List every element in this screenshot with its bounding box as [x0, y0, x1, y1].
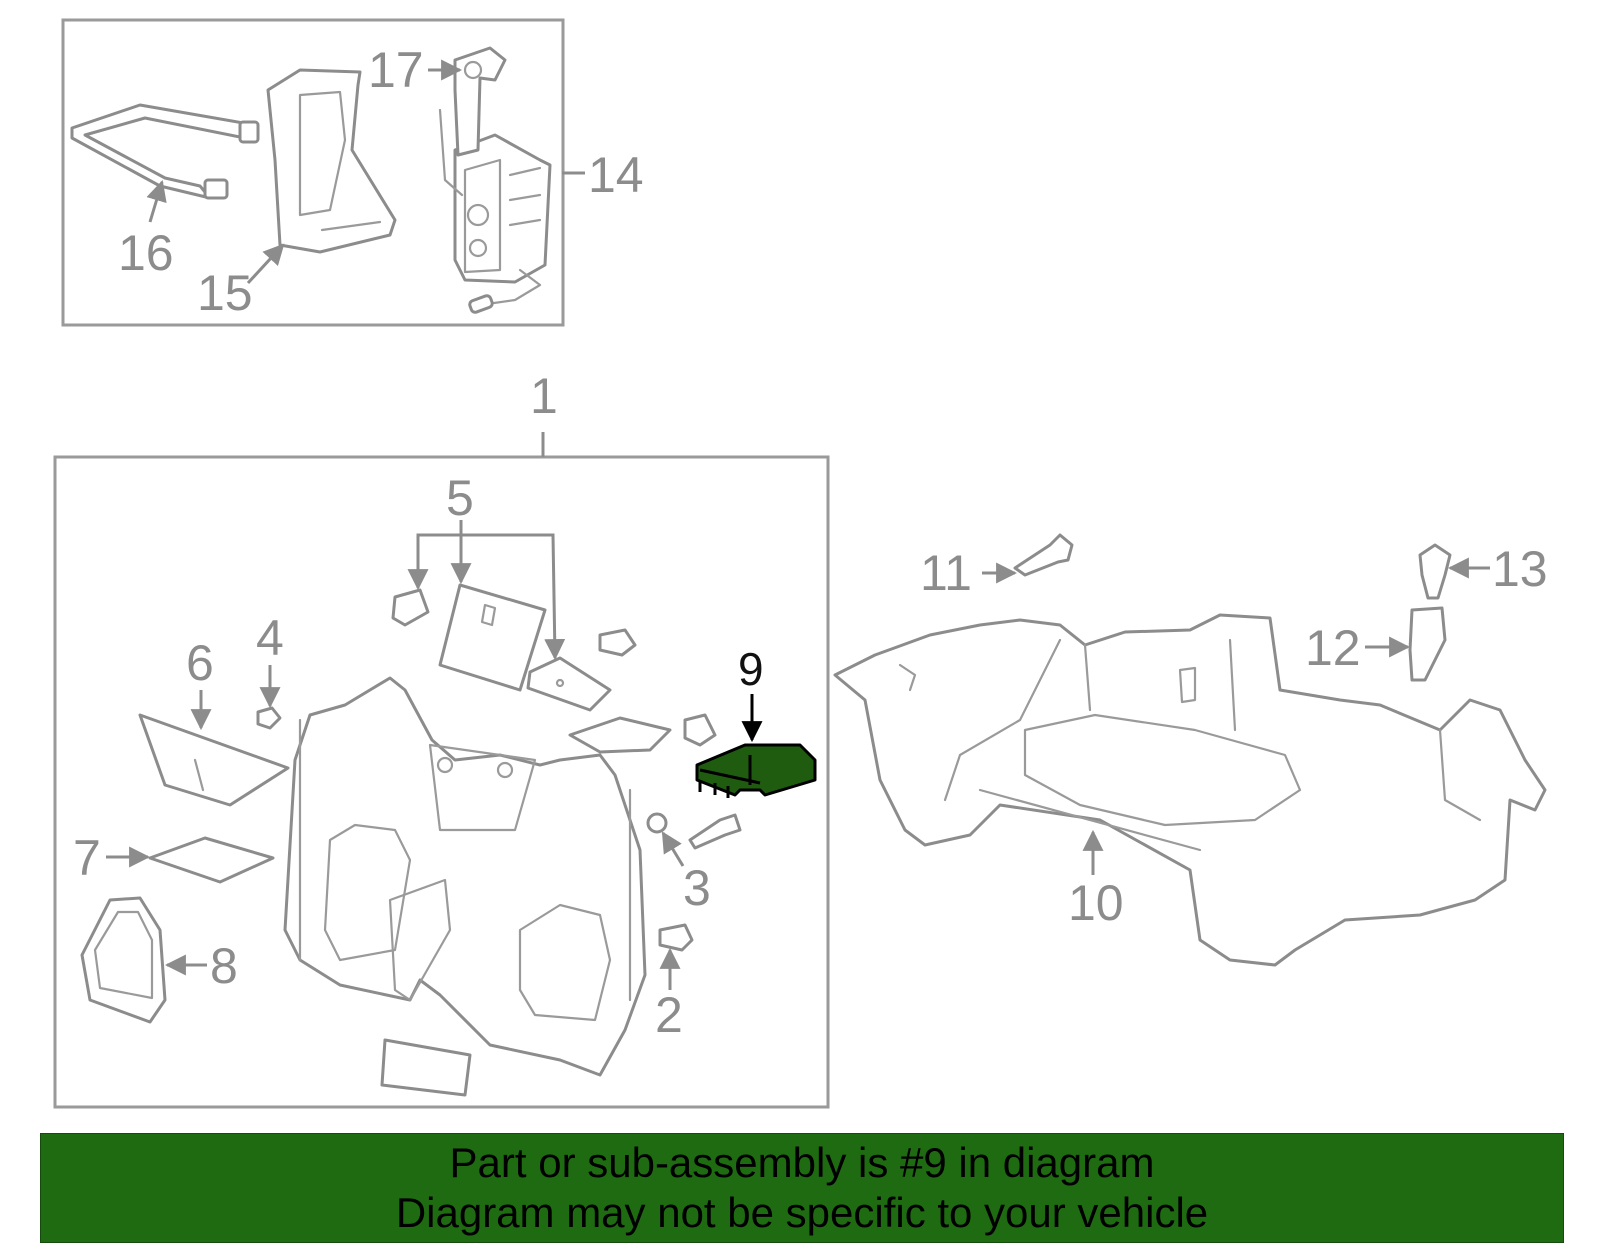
part-5-trim — [391, 583, 717, 754]
callout-5-leader-right — [461, 533, 566, 661]
callout-5-leader-left — [407, 533, 461, 591]
callout-12: 12 — [1305, 620, 1361, 676]
callout-16: 16 — [118, 225, 174, 281]
seat-lower-plate — [380, 1038, 472, 1097]
part-13-bulb — [1418, 543, 1452, 600]
callout-15: 15 — [197, 265, 253, 321]
callout-15-arrow — [246, 243, 285, 285]
part-7-pad — [148, 836, 275, 884]
part-16-strap — [70, 103, 260, 200]
part-15-bracket — [266, 68, 397, 254]
info-banner: Part or sub-assembly is #9 in diagram Di… — [40, 1133, 1564, 1243]
callout-4: 4 — [256, 610, 284, 666]
callout-3-arrow — [661, 831, 685, 867]
banner-line-disclaimer: Diagram may not be specific to your vehi… — [395, 1189, 1209, 1236]
part-14-jack — [438, 108, 552, 314]
part-12-bracket — [1408, 606, 1447, 682]
part-10-trunk-floor — [833, 613, 1547, 967]
callout-16-arrow — [146, 179, 167, 223]
part-4-push-pin — [256, 706, 282, 730]
callout-1: 1 — [530, 368, 558, 424]
part-8-seal-ring — [80, 896, 167, 1024]
callout-10: 10 — [1068, 875, 1124, 931]
part-1-seat-back — [283, 676, 647, 1077]
callout-14: 14 — [588, 147, 644, 203]
part-2-grommet — [658, 923, 694, 952]
callout-7: 7 — [73, 830, 101, 886]
callout-5: 5 — [446, 470, 474, 526]
main-inset-box — [53, 455, 830, 1109]
callout-17: 17 — [368, 42, 424, 98]
part-11-push-pin — [1013, 533, 1074, 577]
part-17-handle — [453, 46, 507, 157]
callout-6: 6 — [186, 635, 214, 691]
part-9-module — [695, 743, 817, 798]
callout-13: 13 — [1492, 541, 1548, 597]
callout-2: 2 — [655, 987, 683, 1043]
callout-8: 8 — [210, 938, 238, 994]
callout-3: 3 — [683, 860, 711, 916]
callout-9: 9 — [738, 643, 764, 695]
callout-11: 11 — [920, 545, 972, 601]
part-3-clip — [646, 812, 742, 850]
banner-line-part: Part or sub-assembly is #9 in diagram — [449, 1139, 1155, 1186]
part-6-panel — [138, 713, 290, 807]
